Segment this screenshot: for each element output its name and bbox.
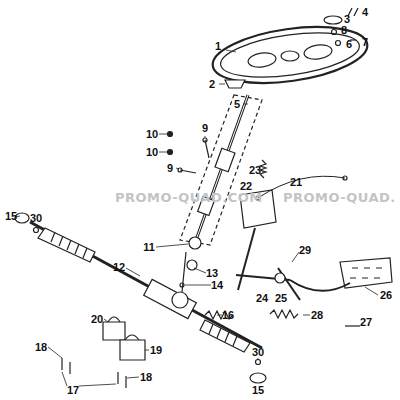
callout-number: 30 <box>252 347 264 358</box>
callout-number: 10 <box>146 147 158 158</box>
callout-number: 8 <box>341 25 347 36</box>
hub-parts <box>324 8 358 46</box>
callout-number: 2 <box>209 79 215 90</box>
callout-number: 7 <box>362 37 368 48</box>
callout-number: 25 <box>275 293 287 304</box>
steering-rack <box>30 222 262 352</box>
callout-number: 12 <box>113 262 125 273</box>
callout-number: 26 <box>380 290 392 301</box>
watermark: PROMO-QUAD.COM <box>115 191 263 204</box>
pedals <box>180 160 392 326</box>
callout-number: 18 <box>140 372 152 383</box>
callout-number: 4 <box>362 7 368 18</box>
callout-number: 9 <box>202 123 208 134</box>
callout-number: 1 <box>215 41 221 52</box>
hub-cap <box>225 80 245 88</box>
callout-number: 6 <box>346 39 352 50</box>
callout-number: 13 <box>206 268 218 279</box>
callout-number: 5 <box>234 99 240 110</box>
callout-number: 22 <box>240 181 252 192</box>
bolts <box>168 132 210 174</box>
callout-number: 23 <box>249 165 261 176</box>
callout-number: 21 <box>290 177 302 188</box>
callout-number: 24 <box>256 293 268 304</box>
callout-number: 15 <box>252 385 264 396</box>
callout-number: 17 <box>67 385 79 396</box>
tie-rod-ends <box>15 213 266 383</box>
callout-number: 16 <box>222 310 234 321</box>
watermark: PROMO-QUAD. <box>283 191 396 204</box>
callout-number: 27 <box>360 317 372 328</box>
callout-number: 15 <box>5 211 17 222</box>
callout-number: 30 <box>30 213 42 224</box>
leader-lines <box>15 50 378 386</box>
callout-number: 14 <box>211 280 223 291</box>
callout-number: 3 <box>344 14 350 25</box>
callout-number: 11 <box>143 242 155 253</box>
callout-number: 19 <box>150 345 162 356</box>
steering-wheel <box>209 18 371 91</box>
callout-number: 29 <box>299 245 311 256</box>
callout-number: 18 <box>35 342 47 353</box>
clamps <box>62 317 145 388</box>
callout-number: 20 <box>91 314 103 325</box>
callout-number: 28 <box>311 310 323 321</box>
callout-number: 10 <box>146 129 158 140</box>
callout-number: 9 <box>167 163 173 174</box>
